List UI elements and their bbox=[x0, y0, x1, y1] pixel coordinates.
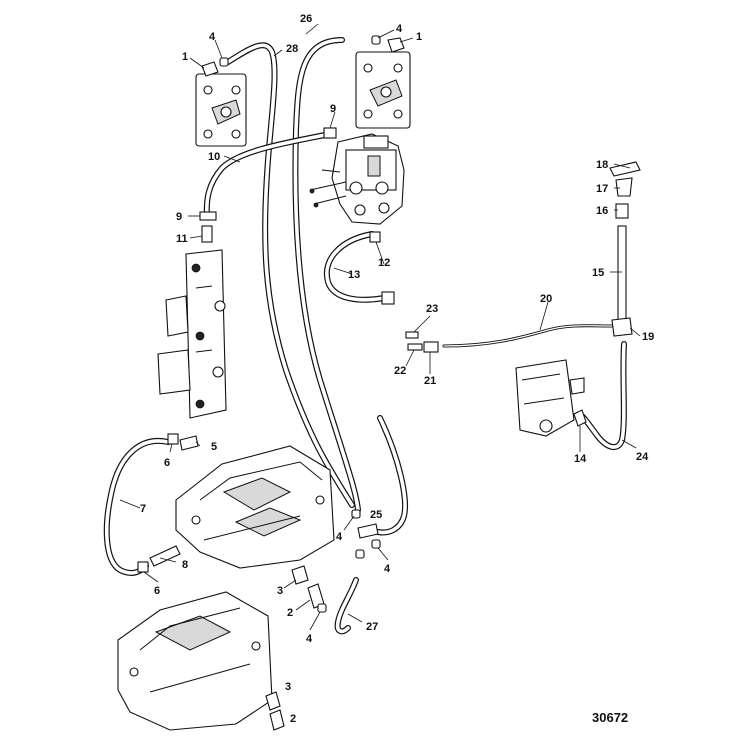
hose-27 bbox=[334, 577, 359, 635]
fitting-3-lower bbox=[265, 691, 281, 711]
callout-7: 7 bbox=[140, 503, 146, 515]
callout-4-mid: 4 bbox=[306, 633, 313, 645]
fitting-2-lower bbox=[269, 709, 285, 731]
callout-13: 13 bbox=[348, 269, 360, 281]
callout-26: 26 bbox=[300, 13, 312, 25]
callout-11: 11 bbox=[176, 233, 188, 245]
fuel-manifold bbox=[157, 249, 227, 419]
callout-6-lower: 6 bbox=[154, 585, 160, 597]
callout-4-left: 4 bbox=[209, 31, 216, 43]
connector-21 bbox=[423, 341, 439, 353]
adapter-plate-lower bbox=[117, 591, 273, 731]
tee-19 bbox=[611, 317, 633, 337]
line-20 bbox=[442, 324, 614, 348]
fitting-6-upper bbox=[167, 433, 179, 445]
callout-28: 28 bbox=[286, 43, 298, 55]
fitting-1-left bbox=[201, 61, 219, 77]
callout-4-right: 4 bbox=[396, 23, 403, 35]
callout-1-right: 1 bbox=[416, 31, 422, 43]
hose-24 bbox=[579, 341, 627, 451]
callout-8: 8 bbox=[182, 559, 188, 571]
engine-bracket bbox=[515, 359, 585, 437]
fitting-25 bbox=[357, 523, 379, 539]
fitting-16 bbox=[615, 203, 629, 219]
callout-3-mid: 3 bbox=[277, 585, 283, 597]
hose-10 bbox=[203, 131, 333, 219]
callout-4-tee-right: 4 bbox=[384, 563, 391, 575]
callout-19: 19 bbox=[642, 331, 654, 343]
hose-26 bbox=[292, 37, 361, 513]
fitting-8 bbox=[149, 545, 181, 567]
callout-9-lower: 9 bbox=[176, 211, 182, 223]
callout-14: 14 bbox=[574, 453, 587, 465]
callout-1-left: 1 bbox=[182, 51, 188, 63]
fitting-12 bbox=[369, 231, 381, 243]
callout-6-upper: 6 bbox=[164, 457, 170, 469]
callout-18: 18 bbox=[596, 159, 608, 171]
hose-7 bbox=[103, 437, 171, 576]
callout-10: 10 bbox=[208, 151, 220, 163]
fitting-5 bbox=[179, 435, 199, 451]
callout-20: 20 bbox=[540, 293, 552, 305]
callout-22: 22 bbox=[394, 365, 406, 377]
callout-23: 23 bbox=[426, 303, 438, 315]
hose-28 bbox=[225, 42, 355, 508]
carburetor-assembly bbox=[309, 133, 405, 225]
fuel-pump-left bbox=[195, 73, 247, 147]
adapter-plate-upper bbox=[175, 445, 335, 569]
callout-25: 25 bbox=[370, 509, 382, 521]
callout-15: 15 bbox=[592, 267, 604, 279]
callout-27: 27 bbox=[366, 621, 378, 633]
fitting-4-left bbox=[219, 57, 229, 67]
figure-id: 30672 bbox=[592, 710, 628, 725]
fuel-pump-right bbox=[355, 51, 411, 129]
fitting-3-mid bbox=[291, 565, 309, 585]
fitting-4-tee-right bbox=[371, 539, 381, 549]
clamp-12-lower bbox=[381, 291, 395, 305]
callout-5: 5 bbox=[211, 441, 217, 453]
fitting-14 bbox=[573, 409, 587, 427]
clamp-9-lower bbox=[199, 211, 217, 221]
leader-lines bbox=[119, 23, 641, 631]
hose-13 bbox=[323, 231, 387, 303]
fitting-6-lower bbox=[137, 561, 149, 573]
hose-right-lower bbox=[375, 415, 408, 536]
callout-2-lower: 2 bbox=[290, 713, 296, 725]
callout-24: 24 bbox=[636, 451, 649, 463]
callout-21: 21 bbox=[424, 375, 436, 387]
clamp-9-upper bbox=[323, 127, 337, 139]
callout-12: 12 bbox=[378, 257, 390, 269]
callout-17: 17 bbox=[596, 183, 608, 195]
callout-3-lower: 3 bbox=[285, 681, 291, 693]
callout-9-upper: 9 bbox=[330, 103, 336, 115]
fitting-22 bbox=[407, 343, 423, 351]
fitting-4-tee-bottom bbox=[355, 549, 365, 559]
callout-16: 16 bbox=[596, 205, 608, 217]
callout-labels: 1 1 2 2 3 3 4 4 4 4 4 5 6 6 7 8 9 9 10 1… bbox=[140, 13, 654, 725]
bracket-18 bbox=[609, 161, 641, 177]
fitting-11 bbox=[201, 225, 213, 243]
callout-4-tee-left: 4 bbox=[336, 531, 343, 543]
fitting-4-mid bbox=[317, 603, 327, 613]
fitting-1-right bbox=[387, 37, 405, 53]
callout-2-mid: 2 bbox=[287, 607, 293, 619]
sensor-17 bbox=[615, 177, 633, 197]
fitting-23 bbox=[405, 331, 419, 339]
tube-15 bbox=[617, 225, 627, 323]
